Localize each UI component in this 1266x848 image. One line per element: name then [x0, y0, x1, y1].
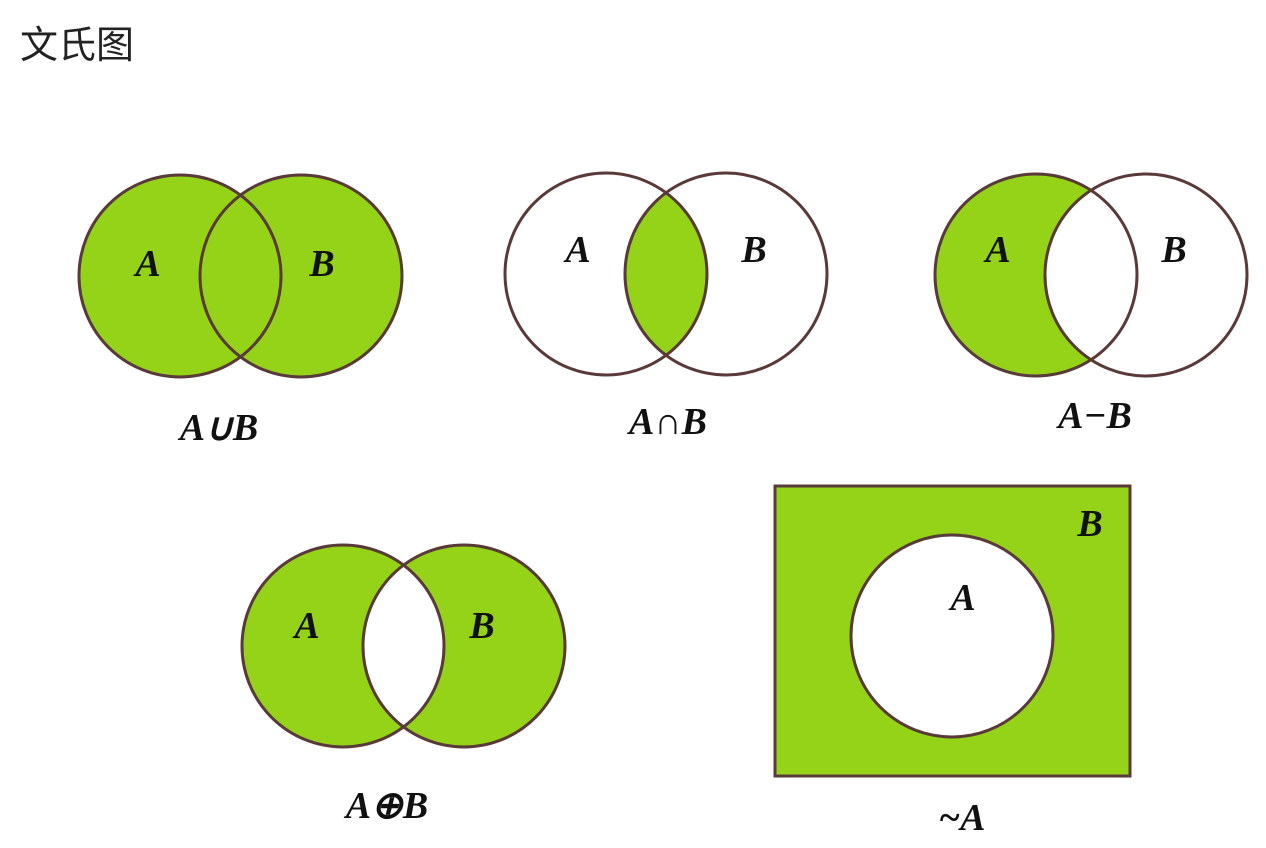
venn-union: A B A∪B	[77, 173, 404, 449]
set-a-label: A	[133, 243, 160, 285]
caption-intersection: A∩B	[627, 401, 707, 443]
venn-symmetric-difference: A B A⊕B	[240, 543, 567, 827]
set-b-label: B	[1160, 229, 1186, 271]
set-a-label: A	[292, 605, 319, 647]
set-b-outline	[198, 173, 404, 379]
set-b-outline	[1043, 172, 1249, 378]
set-a-label: A	[563, 229, 590, 271]
page-title: 文氏图	[20, 23, 135, 67]
caption-difference: A−B	[1056, 395, 1132, 437]
set-b-label: B	[308, 243, 334, 285]
intersection-fill	[625, 173, 707, 375]
set-a-outline	[849, 533, 1055, 739]
set-a-outline	[77, 173, 283, 379]
set-b-label: B	[468, 605, 494, 647]
caption-symmetric-difference: A⊕B	[344, 785, 429, 827]
set-a-outline	[240, 543, 446, 749]
set-a-label: A	[948, 577, 975, 619]
set-a-outline	[933, 172, 1139, 378]
venn-difference: A B A−B	[933, 172, 1249, 437]
set-b-label: B	[1076, 503, 1102, 545]
set-b-outline	[623, 171, 829, 377]
caption-union: A∪B	[178, 407, 259, 449]
set-b-fill	[200, 175, 402, 377]
set-b-outline	[361, 543, 567, 749]
set-a-outline	[503, 171, 709, 377]
caption-complement: ~A	[939, 797, 986, 839]
intersection-mask	[363, 545, 444, 747]
set-b-label: B	[740, 229, 766, 271]
set-a-label: A	[983, 229, 1010, 271]
venn-intersection: A B A∩B	[503, 171, 829, 443]
set-b-mask	[1045, 174, 1247, 376]
venn-complement: A B ~A	[773, 484, 1132, 839]
